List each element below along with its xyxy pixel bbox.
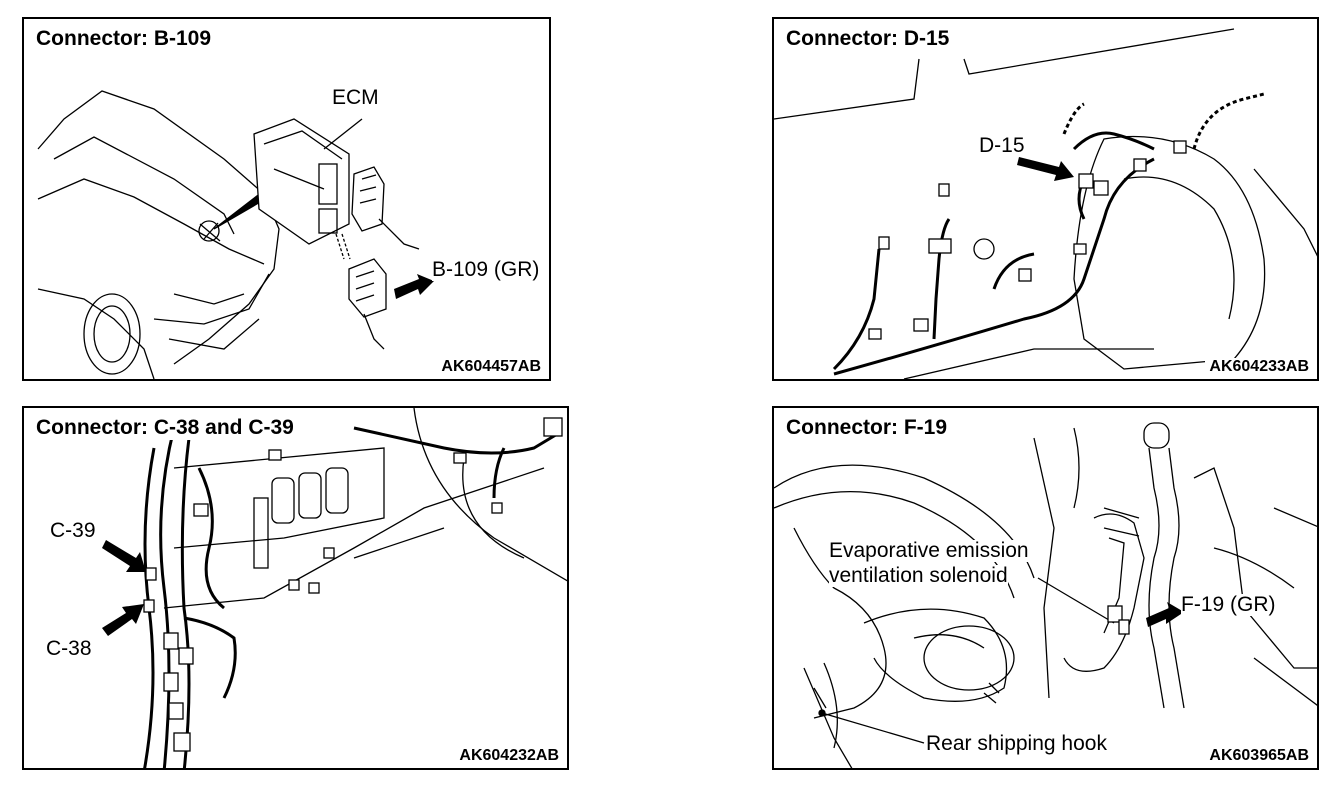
panel-title: Connector: B-109 bbox=[36, 27, 216, 51]
rear-shipping-hook-label: Rear shipping hook bbox=[926, 732, 1107, 755]
panel-title: Connector: F-19 bbox=[786, 416, 952, 440]
figure-code: AK604233AB bbox=[1205, 358, 1309, 376]
d15-label: D-15 bbox=[979, 134, 1025, 157]
d15-illustration bbox=[774, 28, 1317, 379]
b109-illustration bbox=[37, 90, 434, 379]
panel-f19: Connector: F-19 Evaporative emission ven… bbox=[772, 406, 1319, 770]
c39-label: C-39 bbox=[50, 519, 96, 542]
panel-d15: Connector: D-15 D-15 AK604233AB bbox=[772, 17, 1319, 381]
f19-illustration bbox=[774, 422, 1317, 768]
b109-label: B-109 (GR) bbox=[432, 258, 540, 281]
panel-title: Connector: C-38 and C-39 bbox=[36, 416, 298, 440]
panel-c38-c39: Connector: C-38 and C-39 C-39 C-38 AK604… bbox=[22, 406, 569, 770]
solenoid-label-line2: ventilation solenoid bbox=[829, 564, 1008, 587]
c38-c39-illustration bbox=[102, 408, 567, 768]
panel-title: Connector: D-15 bbox=[786, 27, 954, 51]
solenoid-label-line1: Evaporative emission bbox=[829, 539, 1029, 562]
figure-code: AK603965AB bbox=[1205, 747, 1309, 765]
figure-code: AK604232AB bbox=[455, 747, 559, 765]
c38-label: C-38 bbox=[46, 637, 92, 660]
ecm-label: ECM bbox=[332, 86, 379, 109]
figure-code: AK604457AB bbox=[437, 358, 541, 376]
f19-label: F-19 (GR) bbox=[1181, 593, 1276, 616]
panel-b109: Connector: B-109 ECM B-109 (GR) AK604457… bbox=[22, 17, 551, 381]
